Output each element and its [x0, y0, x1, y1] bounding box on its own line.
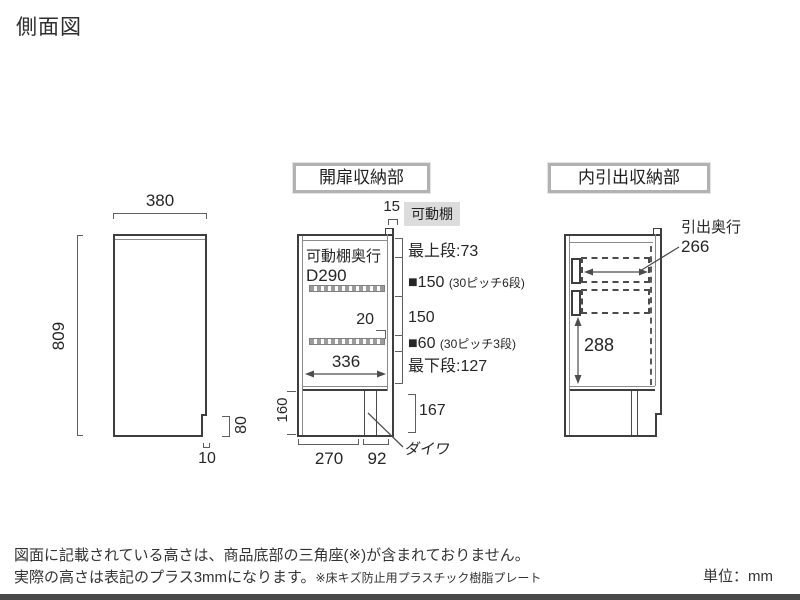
drawer-cabinet-top: [564, 234, 662, 236]
movable-shelf-tag: 可動棚: [404, 202, 460, 226]
level-150: 150: [408, 309, 435, 326]
drawer-cabinet-left-wall: [564, 234, 566, 437]
door-cabinet-right-wall: [392, 228, 394, 437]
inner-drawer-upper-front: [571, 258, 581, 284]
cabinet-right-line: [205, 234, 207, 416]
dim-base-outer-167: 167: [419, 402, 446, 419]
level-150-6: ■150 (30ピッチ6段): [408, 274, 525, 291]
movable-shelf-upper: [309, 285, 385, 292]
back-panel-dashed-line: [650, 246, 652, 385]
drawer-cabinet-bottom: [564, 435, 657, 437]
dim-toe-height-80: 80: [233, 416, 250, 434]
door-cabinet-left-wall: [297, 234, 299, 437]
level-60-3: ■60 (30ピッチ3段): [408, 335, 516, 352]
unit-label: 単位：mm: [703, 568, 773, 585]
drawer-depth-label: 引出奥行: [681, 219, 742, 236]
door-cabinet-top: [297, 234, 394, 236]
dim-drawer-depth-266: 266: [681, 237, 710, 256]
dim-line-809: [77, 235, 78, 436]
footnote-line2: 実際の高さは表記のプラス3mmになります。※床キズ防止用プラスチック樹脂プレート: [14, 569, 542, 586]
toe-kick-step-line: [201, 414, 207, 416]
dim-toe-depth-10: 10: [198, 450, 216, 467]
footnote-line1: 図面に記載されている高さは、商品底部の三角座(※)が含まれておりません。: [14, 547, 530, 564]
cabinet-top-line: [113, 234, 207, 236]
level-bottom: 最下段:127: [408, 358, 488, 375]
dim-base-width-270: 270: [314, 449, 344, 468]
inner-drawer-lower-front: [571, 290, 581, 316]
drawer-cabinet-right-wall: [660, 228, 662, 415]
page-title: 側面図: [16, 16, 82, 39]
drawer-section-header: 内引出収納部: [548, 163, 710, 193]
dim-inner-height-288: 288: [584, 335, 615, 355]
dim-toe-width-92: 92: [367, 449, 387, 468]
inner-drawer-lower: [581, 289, 650, 314]
base-divider: [364, 391, 365, 435]
dim-top-panel-15: 15: [383, 198, 400, 215]
base-part-label: ダイワ: [403, 441, 452, 458]
dim-base-inner-160: 160: [274, 397, 291, 423]
drawer-cabinet-interior-bottom: [570, 389, 655, 391]
door-cabinet-interior-bottom: [303, 389, 387, 391]
level-top: 最上段:73: [408, 243, 479, 260]
inner-drawer-upper: [581, 257, 650, 283]
shelf-depth-value: D290: [306, 266, 347, 285]
movable-shelf-lower: [309, 338, 385, 345]
dim-width-380: 380: [145, 191, 175, 210]
door-cabinet-bottom: [297, 435, 394, 437]
dim-shelf-offset-20: 20: [356, 311, 374, 328]
dim-height-809: 809: [49, 321, 68, 351]
dim-line-380: [113, 213, 207, 214]
cabinet-bottom-line: [113, 435, 203, 437]
footer-bar: [0, 594, 800, 600]
door-section-header: 開扉収納部: [293, 163, 430, 193]
shelf-depth-label: 可動棚奥行: [306, 248, 382, 265]
cabinet-left-line: [113, 234, 115, 437]
shelf-position-chain: [402, 238, 403, 384]
dim-inner-width-336: 336: [331, 352, 361, 371]
